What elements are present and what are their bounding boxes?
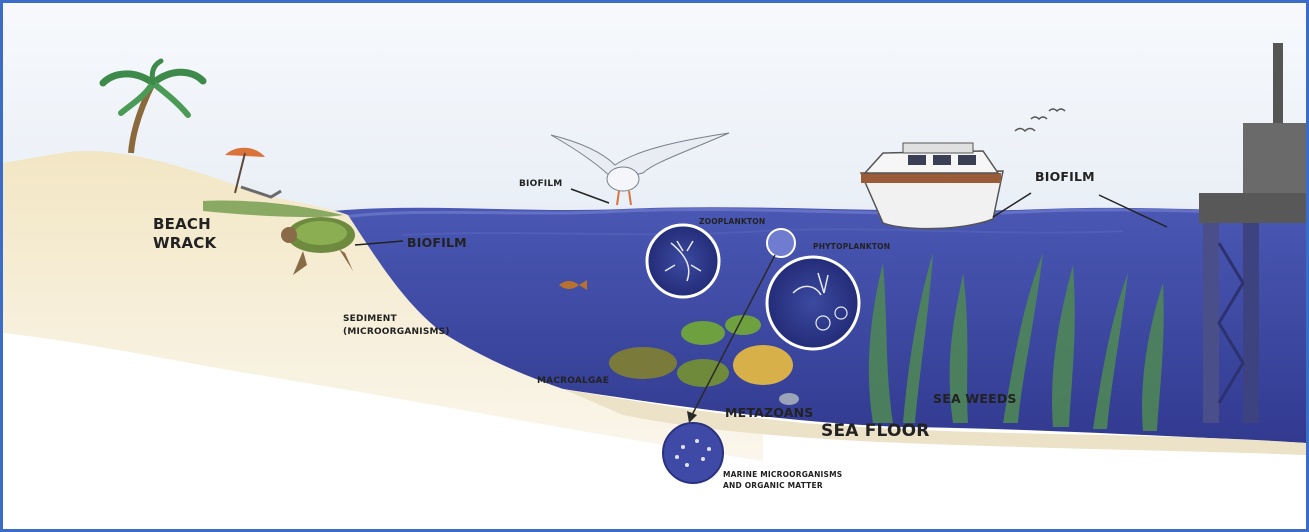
- label-sediment-line2: (MICROORGANISMS): [343, 326, 450, 339]
- label-phytoplankton: PHYTOPLANKTON: [813, 241, 890, 252]
- label-wrack: WRACK: [153, 234, 216, 253]
- label-sediment-line1: SEDIMENT: [343, 313, 450, 326]
- label-beach-wrack: BEACH WRACK: [153, 215, 216, 253]
- label-marine-line1: MARINE MICROORGANISMS: [723, 469, 842, 480]
- label-zooplankton: ZOOPLANKTON: [699, 216, 765, 227]
- boat-icon: [861, 143, 1003, 229]
- label-macroalgae: MACROALGAE: [537, 375, 609, 388]
- label-beach: BEACH: [153, 215, 216, 234]
- label-marine-microorganisms: MARINE MICROORGANISMS AND ORGANIC MATTER: [723, 469, 842, 491]
- label-biofilm-bird: BIOFILM: [519, 178, 562, 191]
- label-sediment: SEDIMENT (MICROORGANISMS): [343, 313, 450, 339]
- phytoplankton-circle: [767, 257, 859, 349]
- marine-microorganisms-circle: [663, 423, 723, 483]
- label-biofilm-turtle: BIOFILM: [407, 235, 467, 250]
- label-sea-weeds: SEA WEEDS: [933, 391, 1017, 406]
- marine-ecosystem-illustration: [3, 3, 1306, 529]
- label-marine-line2: AND ORGANIC MATTER: [723, 480, 842, 491]
- label-biofilm-boat: BIOFILM: [1035, 169, 1095, 184]
- shell-icon: [779, 393, 799, 405]
- label-metazoans: METAZOANS: [725, 405, 814, 420]
- zooplankton-circle: [647, 225, 719, 297]
- label-sea-floor: SEA FLOOR: [821, 421, 930, 441]
- plankton-small-circle: [767, 229, 795, 257]
